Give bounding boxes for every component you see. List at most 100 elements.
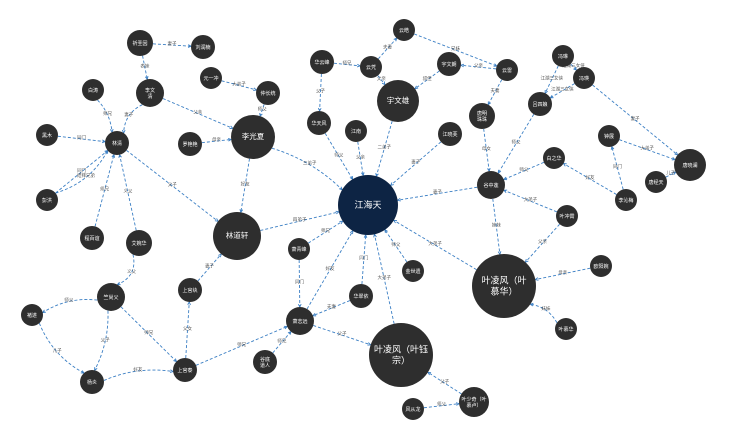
person-node-circle[interactable]: [200, 67, 222, 89]
person-node[interactable]: 李文清: [136, 79, 164, 107]
person-node[interactable]: 褚遂: [21, 304, 43, 326]
person-node[interactable]: 艾婉华: [126, 230, 152, 256]
person-node-circle[interactable]: [126, 230, 152, 256]
person-node-circle[interactable]: [573, 67, 595, 89]
person-node-circle[interactable]: [191, 35, 215, 59]
person-node-circle[interactable]: [598, 125, 620, 147]
person-node-circle[interactable]: [469, 103, 495, 129]
person-node-circle[interactable]: [369, 323, 433, 387]
person-node-circle[interactable]: [477, 171, 505, 199]
person-node[interactable]: 上官泰: [173, 358, 197, 382]
person-node-circle[interactable]: [360, 56, 382, 78]
person-node-circle[interactable]: [438, 122, 462, 146]
person-node[interactable]: 华天风: [307, 111, 331, 135]
person-node-circle[interactable]: [345, 120, 367, 142]
person-node-circle[interactable]: [231, 115, 275, 159]
person-node-circle[interactable]: [256, 81, 280, 105]
person-node-circle[interactable]: [393, 19, 415, 41]
person-node-circle[interactable]: [349, 284, 373, 308]
person-node[interactable]: 华云峰: [310, 50, 334, 74]
person-node[interactable]: 云凭: [360, 56, 382, 78]
person-node[interactable]: 宇文朗: [437, 52, 461, 76]
person-node[interactable]: 叶慕华: [555, 318, 577, 340]
person-node-circle[interactable]: [82, 79, 104, 101]
person-node-circle[interactable]: [178, 132, 202, 156]
person-node[interactable]: 白涛: [82, 79, 104, 101]
person-node-circle[interactable]: [377, 80, 419, 122]
person-node-circle[interactable]: [21, 304, 43, 326]
person-node[interactable]: 叶冲霄: [556, 205, 578, 227]
person-node[interactable]: 李光夏: [231, 115, 275, 159]
person-node-circle[interactable]: [253, 350, 277, 374]
person-node[interactable]: 谷底道人: [253, 350, 277, 374]
person-node[interactable]: 黑木: [36, 124, 58, 146]
person-node[interactable]: 云皓: [393, 19, 415, 41]
person-node-circle[interactable]: [528, 92, 552, 116]
person-node-circle[interactable]: [552, 45, 574, 67]
person-node[interactable]: 叶少奇（叶慕卢）: [459, 387, 489, 417]
person-node[interactable]: 罗艳艳: [178, 132, 202, 156]
person-node[interactable]: 冯瑛: [573, 67, 595, 89]
person-node-circle[interactable]: [36, 124, 58, 146]
person-node[interactable]: 刘润楠: [191, 35, 215, 59]
person-node-circle[interactable]: [136, 79, 164, 107]
person-node-circle[interactable]: [286, 307, 314, 335]
person-node-circle[interactable]: [590, 255, 612, 277]
person-node[interactable]: 华翠依: [349, 284, 373, 308]
person-node-circle[interactable]: [555, 318, 577, 340]
person-node-circle[interactable]: [437, 52, 461, 76]
person-node-circle[interactable]: [459, 387, 489, 417]
person-node[interactable]: 冯琳: [552, 45, 574, 67]
person-node[interactable]: 叶凌风（叶慕华）: [472, 254, 536, 318]
person-node[interactable]: 唐经天: [645, 171, 667, 193]
person-node-circle[interactable]: [213, 212, 261, 260]
person-node[interactable]: 程百谊: [80, 226, 104, 250]
person-node[interactable]: 白之华: [543, 147, 565, 169]
person-node[interactable]: 欧阳婉: [590, 255, 612, 277]
person-node-circle[interactable]: [127, 30, 153, 56]
person-node[interactable]: 林道轩: [213, 212, 261, 260]
person-node[interactable]: 萧志远: [286, 307, 314, 335]
person-node[interactable]: 吕四娘: [528, 92, 552, 116]
person-node-circle[interactable]: [36, 189, 58, 211]
person-node[interactable]: 仲长统: [256, 81, 280, 105]
person-node-circle[interactable]: [674, 149, 706, 181]
person-node-circle[interactable]: [105, 131, 129, 155]
person-node-circle[interactable]: [307, 111, 331, 135]
person-node-circle[interactable]: [178, 278, 202, 302]
person-node-circle[interactable]: [402, 398, 424, 420]
person-node[interactable]: 唐晓澜: [674, 149, 706, 181]
person-node[interactable]: 江晓芙: [438, 122, 462, 146]
person-node[interactable]: 谷中莲: [477, 171, 505, 199]
person-node-circle[interactable]: [615, 189, 637, 211]
person-node-circle[interactable]: [338, 175, 398, 235]
person-node[interactable]: 金世遗: [402, 260, 424, 282]
person-node[interactable]: 林清: [105, 131, 129, 155]
person-node-circle[interactable]: [173, 358, 197, 382]
person-node-circle[interactable]: [310, 50, 334, 74]
person-node[interactable]: 云雷: [496, 59, 518, 81]
person-node-circle[interactable]: [543, 147, 565, 169]
person-node-circle[interactable]: [556, 205, 578, 227]
person-node[interactable]: 李沁梅: [615, 189, 637, 211]
person-node[interactable]: 竺尚父: [97, 283, 125, 311]
person-node-circle[interactable]: [402, 260, 424, 282]
person-node-circle[interactable]: [496, 59, 518, 81]
person-node[interactable]: 叶凌风（叶钰宗）: [369, 323, 433, 387]
person-node-circle[interactable]: [97, 283, 125, 311]
person-node[interactable]: 江南: [345, 120, 367, 142]
person-node[interactable]: 杨炎: [80, 370, 104, 394]
person-node[interactable]: 风从龙: [402, 398, 424, 420]
person-node-circle[interactable]: [472, 254, 536, 318]
person-node-circle[interactable]: [80, 226, 104, 250]
person-node[interactable]: 上官纨: [178, 278, 202, 302]
person-node[interactable]: 唐明珠珠: [469, 103, 495, 129]
person-node[interactable]: 钟展: [598, 125, 620, 147]
person-node[interactable]: 江海天: [338, 175, 398, 235]
person-node-circle[interactable]: [645, 171, 667, 193]
person-node-circle[interactable]: [288, 238, 310, 260]
person-node[interactable]: 萧青峰: [288, 238, 310, 260]
person-node[interactable]: 元一冲: [200, 67, 222, 89]
person-node[interactable]: 宇文雄: [377, 80, 419, 122]
person-node[interactable]: 彭洪: [36, 189, 58, 211]
